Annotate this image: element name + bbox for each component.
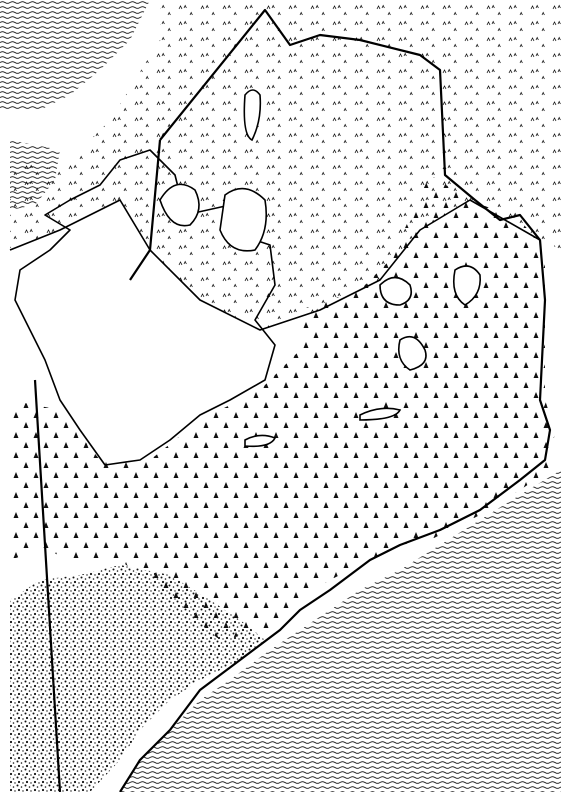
ocean-west-strip <box>10 140 60 210</box>
ocean-northwest <box>0 0 150 110</box>
lake-8 <box>244 434 277 448</box>
lake-1 <box>159 183 200 227</box>
lake-6 <box>397 335 427 371</box>
lake-3 <box>243 89 262 142</box>
southern-coastal-zone <box>10 565 265 792</box>
state-boundary <box>119 8 552 792</box>
northern-hardwood-zone <box>10 0 561 330</box>
spruce-fir-zone <box>10 175 555 640</box>
lake-2 <box>219 187 268 252</box>
lake-4 <box>379 276 413 306</box>
zone-boundary <box>9 199 541 331</box>
lake-5 <box>452 265 482 306</box>
ocean-southeast <box>120 470 561 792</box>
lake-7 <box>359 407 402 421</box>
